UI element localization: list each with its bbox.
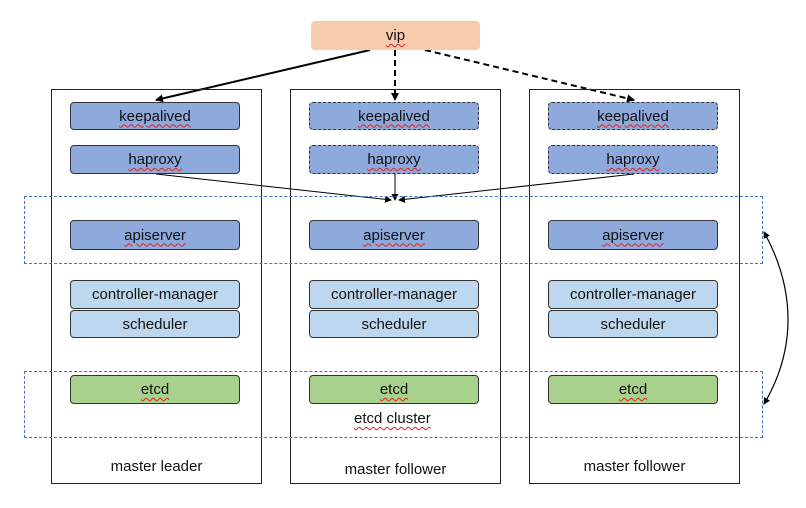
leader-keepalived-label: keepalived bbox=[119, 107, 191, 125]
follower1-etcd-node: etcd bbox=[309, 375, 479, 404]
etcd-cluster-text: etcd cluster bbox=[354, 410, 431, 427]
leader-column-label: master leader bbox=[110, 458, 203, 475]
leader-controller-manager-node: controller-manager bbox=[70, 280, 240, 309]
follower1-scheduler-label: scheduler bbox=[361, 315, 427, 333]
follower1-etcd-label: etcd bbox=[379, 381, 409, 398]
follower1-haproxy-label: haproxy bbox=[367, 151, 421, 168]
leader-apiserver-node: apiserver bbox=[70, 220, 240, 250]
follower1-keepalived-node: keepalived bbox=[309, 102, 479, 130]
vip-node: vip bbox=[311, 21, 480, 50]
arrow-follower2-haproxy-to-apiserver bbox=[398, 173, 635, 203]
master-follower-2-column bbox=[529, 89, 740, 484]
leader-controller-manager-label: controller-manager bbox=[92, 286, 218, 303]
arrow-vip-to-follower2-keepalived bbox=[424, 49, 635, 103]
etcd-cluster-label: etcd cluster bbox=[354, 410, 431, 427]
follower1-scheduler-node: scheduler bbox=[309, 310, 479, 338]
follower2-keepalived-label: keepalived bbox=[597, 107, 669, 125]
leader-haproxy-node: haproxy bbox=[70, 145, 240, 174]
arrow-zone-link-curve bbox=[763, 231, 789, 405]
leader-etcd-node: etcd bbox=[70, 375, 240, 404]
etcd-cluster-zone bbox=[24, 371, 763, 438]
follower1-column-label: master follower bbox=[344, 461, 447, 478]
follower2-apiserver-label: apiserver bbox=[602, 226, 664, 244]
follower1-controller-manager-label: controller-manager bbox=[331, 286, 457, 303]
arrow-vip-to-leader-keepalived bbox=[155, 49, 371, 103]
follower2-scheduler-label: scheduler bbox=[600, 315, 666, 333]
follower1-apiserver-label: apiserver bbox=[363, 226, 425, 244]
follower2-controller-manager-label: controller-manager bbox=[570, 286, 696, 303]
master-leader-column bbox=[51, 89, 262, 484]
leader-apiserver-label: apiserver bbox=[124, 226, 186, 244]
follower2-etcd-node: etcd bbox=[548, 375, 718, 404]
follower2-controller-manager-node: controller-manager bbox=[548, 280, 718, 309]
follower1-haproxy-node: haproxy bbox=[309, 145, 479, 174]
leader-keepalived-node: keepalived bbox=[70, 102, 240, 130]
follower2-haproxy-label: haproxy bbox=[606, 151, 660, 168]
follower2-haproxy-node: haproxy bbox=[548, 145, 718, 174]
arrow-leader-haproxy-to-apiserver bbox=[155, 173, 392, 203]
leader-scheduler-node: scheduler bbox=[70, 310, 240, 338]
leader-scheduler-label: scheduler bbox=[122, 315, 188, 333]
follower2-column-label: master follower bbox=[583, 458, 686, 475]
follower2-etcd-label: etcd bbox=[618, 381, 648, 398]
follower2-apiserver-node: apiserver bbox=[548, 220, 718, 250]
follower2-keepalived-node: keepalived bbox=[548, 102, 718, 130]
leader-etcd-label: etcd bbox=[140, 381, 170, 398]
follower1-apiserver-node: apiserver bbox=[309, 220, 479, 250]
follower1-keepalived-label: keepalived bbox=[358, 107, 430, 125]
apiserver-zone bbox=[24, 196, 763, 264]
follower1-controller-manager-node: controller-manager bbox=[309, 280, 479, 309]
vip-label: vip bbox=[385, 27, 406, 44]
follower2-scheduler-node: scheduler bbox=[548, 310, 718, 338]
master-follower-1-column bbox=[290, 89, 501, 484]
leader-haproxy-label: haproxy bbox=[128, 151, 182, 168]
